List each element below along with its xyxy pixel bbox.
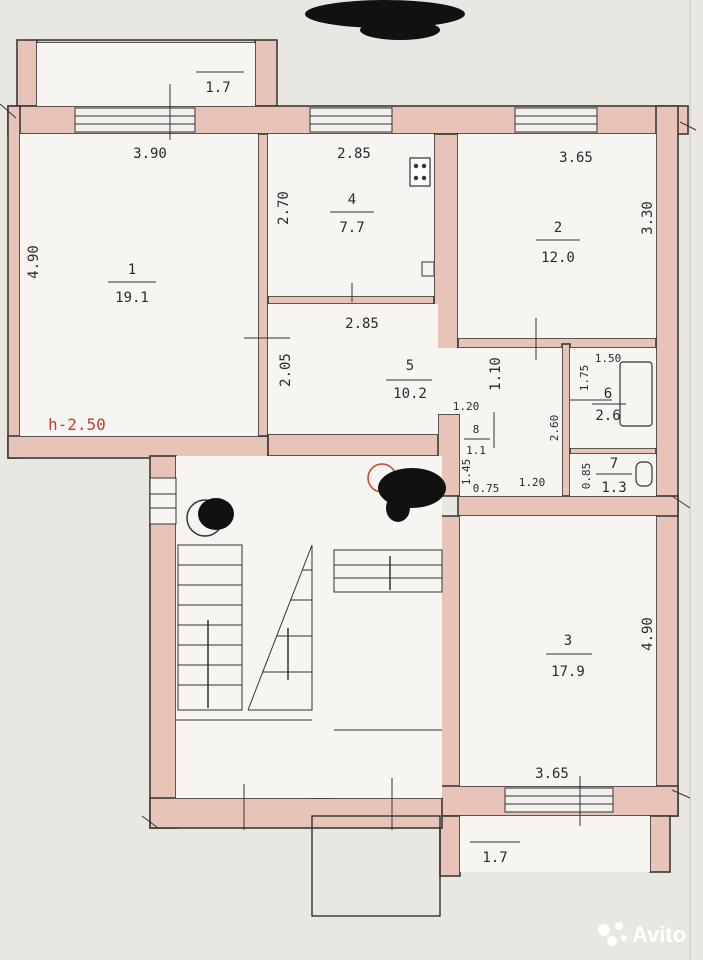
balcony-top-area: 1.7 [205, 80, 230, 96]
dim-room4-width: 2.85 [337, 146, 371, 162]
stairs [176, 544, 443, 731]
redaction-scribbles-stairwell [186, 463, 446, 537]
avito-logo-icon [598, 922, 627, 946]
dim-room3-depth: 4.90 [640, 617, 656, 651]
dim-room2-depth: 3.30 [640, 201, 656, 235]
ceiling-height: h-2.50 [48, 415, 106, 434]
dim-room8-width: 1.20 [453, 400, 480, 413]
dim-room2-width: 3.65 [559, 150, 593, 166]
stove-icon [409, 157, 431, 187]
room-6-id: 6 [604, 386, 612, 402]
dim-room6-width: 1.50 [595, 352, 622, 365]
dim-room1-width: 3.90 [133, 146, 167, 162]
room-6-area: 2.6 [595, 408, 620, 424]
room-7-id: 7 [610, 456, 618, 472]
room-1-area: 19.1 [115, 290, 149, 306]
room-5-id: 5 [406, 358, 414, 374]
room-5-area: 10.2 [393, 386, 427, 402]
fixtures [0, 84, 697, 917]
redaction-scribble-top [305, 0, 465, 40]
windows [74, 107, 614, 813]
room-3-area: 17.9 [551, 664, 585, 680]
room-7-area: 1.3 [601, 480, 626, 496]
dim-corridor-width: 1.20 [519, 476, 546, 489]
dim-corridor-depth: 1.10 [488, 357, 504, 391]
dim-room5-width: 2.85 [345, 316, 379, 332]
room-2-area: 12.0 [541, 250, 575, 266]
room-interiors [20, 43, 656, 872]
room-2-id: 2 [554, 220, 562, 236]
dimension-labels: 3.90 2.85 3.65 4.90 2.70 3.30 2.85 2.05 … [26, 146, 656, 782]
dim-room3-width: 3.65 [535, 766, 569, 782]
dim-corridor-length: 2.60 [548, 415, 561, 442]
avito-watermark: Avito [598, 922, 686, 947]
dim-room8-depth: 1.45 [460, 459, 473, 486]
room-1-id: 1 [128, 262, 136, 278]
balcony-bottom-area: 1.7 [482, 850, 507, 866]
room-3-id: 3 [564, 633, 572, 649]
dim-room1-depth: 4.90 [26, 245, 42, 279]
room-4-id: 4 [348, 192, 356, 208]
dim-room8-door: 0.75 [473, 482, 500, 495]
dim-room7-depth: 0.85 [580, 463, 593, 490]
dim-room4-depth: 2.70 [276, 191, 292, 225]
watermark-text: Avito [632, 922, 686, 947]
room-8-area: 1.1 [466, 444, 486, 457]
dim-room5-depth: 2.05 [278, 353, 294, 387]
room-8-id: 8 [473, 423, 480, 436]
dim-room6-depth: 1.75 [578, 365, 591, 392]
room-4-area: 7.7 [339, 220, 364, 236]
room-labels: 1 19.1 4 7.7 2 12.0 5 10.2 6 2.6 8 1.1 7… [48, 71, 632, 866]
